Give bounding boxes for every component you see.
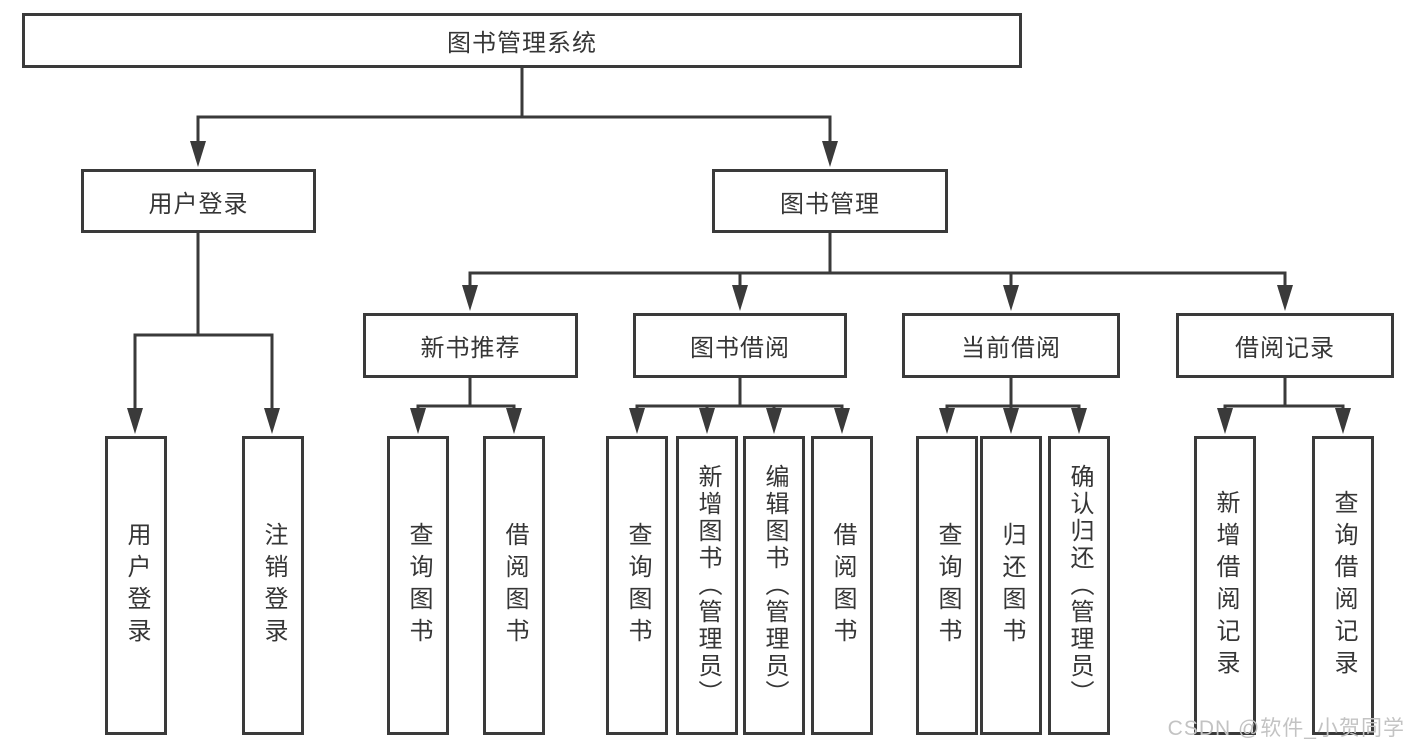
leaf-user-login: 用户登录 [105,436,167,735]
node-book-borrow: 图书借阅 [633,313,847,378]
leaf-borrow-books: 借阅图书 [811,436,873,735]
node-label: 新增图书（管理员） [694,464,721,707]
node-label: 编辑图书（管理员） [761,464,788,707]
leaf-query-books: 查询图书 [387,436,449,735]
node-library-system: 图书管理系统 [22,13,1022,68]
leaf-query-books: 查询图书 [916,436,978,735]
node-label: 归还图书 [998,521,1025,650]
node-label: 新书推荐 [420,335,521,362]
node-label: 注销登录 [260,521,287,650]
node-label: 图书管理系统 [447,30,597,57]
node-label: 借阅记录 [1235,335,1335,362]
leaf-return-book: 归还图书 [980,436,1042,735]
node-label: 用户登录 [148,190,249,218]
node-label: 查询借阅记录 [1330,489,1357,682]
node-new-book-recommend: 新书推荐 [363,313,578,378]
node-label: 查询图书 [934,521,961,650]
leaf-add-borrow-record: 新增借阅记录 [1194,436,1256,735]
node-label: 图书管理 [780,190,880,218]
node-user-login: 用户登录 [81,169,316,233]
node-borrow-records: 借阅记录 [1176,313,1394,378]
leaf-query-books: 查询图书 [606,436,668,735]
node-label: 查询图书 [405,521,432,650]
leaf-confirm-return-admin: 确认归还（管理员） [1048,436,1110,735]
watermark: CSDN @软件_小贺同学 [1167,717,1405,740]
leaf-edit-book-admin: 编辑图书（管理员） [743,436,805,735]
node-current-borrow: 当前借阅 [902,313,1120,378]
leaf-logout: 注销登录 [242,436,304,735]
node-label: 确认归还（管理员） [1066,464,1093,707]
node-label: 用户登录 [123,521,150,650]
leaf-borrow-books: 借阅图书 [483,436,545,735]
node-label: 借阅图书 [501,521,528,650]
leaf-add-book-admin: 新增图书（管理员） [676,436,738,735]
node-label: 查询图书 [624,521,651,650]
node-label: 新增借阅记录 [1212,489,1239,682]
node-label: 当前借阅 [961,335,1061,362]
node-label: 借阅图书 [829,521,856,650]
node-label: 图书借阅 [690,335,790,362]
leaf-query-borrow-record: 查询借阅记录 [1312,436,1374,735]
node-book-management: 图书管理 [712,169,948,233]
